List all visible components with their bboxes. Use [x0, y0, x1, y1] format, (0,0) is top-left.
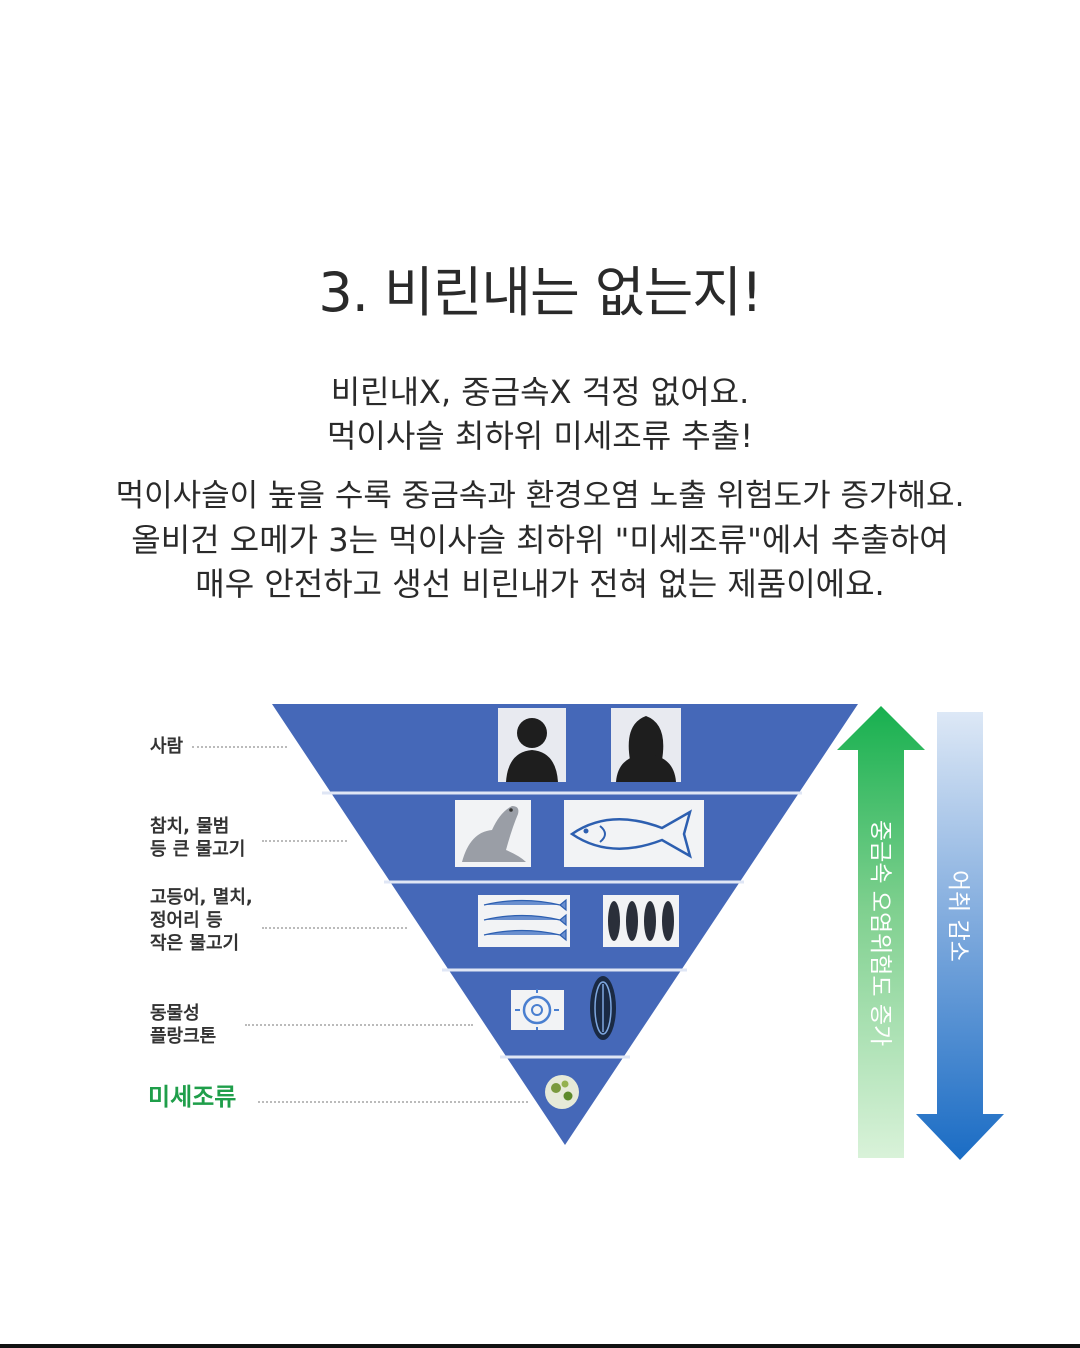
leader-line-small-fish: [262, 927, 407, 929]
pyramid-tier-dividers: [322, 791, 802, 1059]
level-label-microalgae: 미세조류: [148, 1083, 237, 1111]
tuna-icon: [564, 800, 704, 867]
fishy-smell-down-arrow: [916, 712, 1004, 1160]
down-arrow-label: 어취 감소: [945, 870, 971, 962]
heavy-metal-risk-up-arrow: [837, 706, 925, 1158]
bottom-edge-bar: [0, 1344, 1080, 1348]
sardines-icon: [478, 895, 570, 947]
body-line-1: 먹이사슬이 높을 수록 중금속과 환경오염 노출 위험도가 증가해요.: [115, 478, 965, 514]
level-label-small-fish: 고등어, 멸치, 정어리 등 작은 물고기: [150, 887, 253, 954]
krill-icon: [590, 976, 616, 1040]
intro-text: 비린내X, 중금속X 걱정 없어요. 먹이사슬 최하위 미세조류 추출!: [0, 370, 1080, 458]
leader-line-large-fish: [262, 840, 347, 842]
leader-line-human: [192, 746, 287, 748]
leader-line-zooplankton: [245, 1024, 473, 1026]
body-text: 먹이사슬이 높을 수록 중금속과 환경오염 노출 위험도가 증가해요. 올비건 …: [0, 474, 1080, 606]
level-label-zooplankton: 동물성 플랑크톤: [150, 1003, 217, 1047]
anchovies-icon: [603, 895, 679, 947]
up-arrow-label: 중금속 오염위험도 증가: [867, 820, 893, 1046]
seal-icon: [455, 800, 531, 867]
man-silhouette-icon: [498, 708, 566, 782]
microalgae-icon: [545, 1075, 579, 1109]
woman-silhouette-icon: [611, 708, 681, 782]
intro-line-1: 비린내X, 중금속X 걱정 없어요.: [330, 373, 750, 411]
page-title: 3. 비린내는 없는지!: [318, 261, 762, 324]
level-label-human: 사람: [150, 736, 184, 757]
body-line-2: 올비건 오메가 3는 먹이사슬 최하위 "미세조류"에서 추출하여: [131, 521, 949, 559]
intro-line-2: 먹이사슬 최하위 미세조류 추출!: [326, 417, 754, 455]
leader-line-microalgae: [258, 1101, 528, 1103]
level-label-large-fish: 참치, 물범 등 큰 물고기: [150, 816, 246, 860]
body-line-3: 매우 안전하고 생선 비린내가 전혀 없는 제품이에요.: [195, 565, 885, 603]
zooplankton-icon: [511, 989, 564, 1030]
